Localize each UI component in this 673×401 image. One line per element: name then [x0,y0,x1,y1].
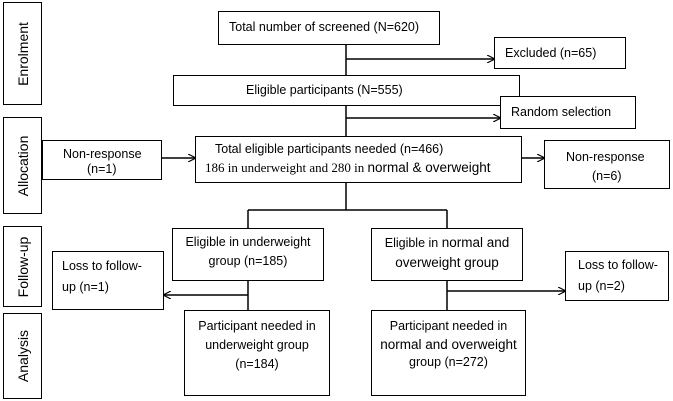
loss-left-line2: up (n=1) [62,280,109,294]
analysis-under-line3: (n=184) [235,357,279,371]
box-normal-overweight: Eligible in normal and overweight group [371,228,523,281]
analysis-under-line2: underweight group [205,338,309,352]
box-random-selection: Random selection [500,96,636,129]
underweight-line2: group (n=185) [208,254,288,268]
needed-line2-part1: 186 in underweight and 280 in [205,160,368,175]
stage-analysis: Analysis [3,313,42,399]
stage-allocation: Allocation [3,117,42,214]
stage-enrolment: Enrolment [3,2,42,105]
box-underweight: Eligible in underweight group (n=185) [172,228,324,281]
loss-right-line1: Loss to follow- [578,258,658,272]
stage-enrolment-label: Enrolment [14,21,31,86]
stage-allocation-label: Allocation [14,135,31,196]
box-loss-right: Loss to follow- up (n=2) [565,251,669,301]
nonresponse-right-line2: (n=6) [592,169,622,183]
box-analysis-normal: Participant needed in normal and overwei… [371,310,526,396]
needed-line1: Total eligible participants needed (n=46… [215,142,444,156]
analysis-normal-line2: normal and overweight [380,337,517,352]
analysis-under-line1: Participant needed in [198,319,316,333]
nonresponse-right-line1: Non-response [566,150,645,164]
needed-line2: 186 in underweight and 280 in normal & o… [205,160,521,176]
screened-text: Total number of screened (N=620) [229,20,420,34]
stage-follow-up-label: Follow-up [14,236,31,297]
stage-follow-up: Follow-up [3,226,42,307]
box-excluded: Excluded (n=65) [494,37,626,69]
box-loss-left: Loss to follow- up (n=1) [52,251,164,310]
box-nonresponse-left: Non-response (n=1) [42,140,162,180]
needed-line2-part2: normal & overweight [367,160,491,175]
normal-line2: overweight group [395,255,499,270]
underweight-line1: Eligible in underweight [185,235,311,249]
random-selection-text: Random selection [511,105,612,119]
normal-line1: Eligible in normal and [372,235,522,251]
nonresponse-left-line2: (n=1) [87,162,117,176]
loss-left-line1: Loss to follow- [62,259,142,273]
normal-line1-part2: normal and [441,235,510,250]
stage-analysis-label: Analysis [14,329,31,383]
box-eligible: Eligible participants (N=555) [173,75,520,106]
analysis-normal-line1: Participant needed in [389,319,508,333]
eligible-text: Eligible participants (N=555) [246,83,403,97]
excluded-text: Excluded (n=65) [505,46,597,60]
nonresponse-left-line1: Non-response [63,147,142,161]
box-screened: Total number of screened (N=620) [218,11,440,45]
normal-line1-part1: Eligible in [384,236,442,250]
loss-right-line2: up (n=2) [578,279,625,293]
box-nonresponse-right: Non-response (n=6) [544,140,670,189]
box-analysis-underweight: Participant needed in underweight group … [184,310,330,396]
analysis-normal-line3: group (n=272) [409,355,488,369]
box-needed: Total eligible participants needed (n=46… [195,136,522,183]
